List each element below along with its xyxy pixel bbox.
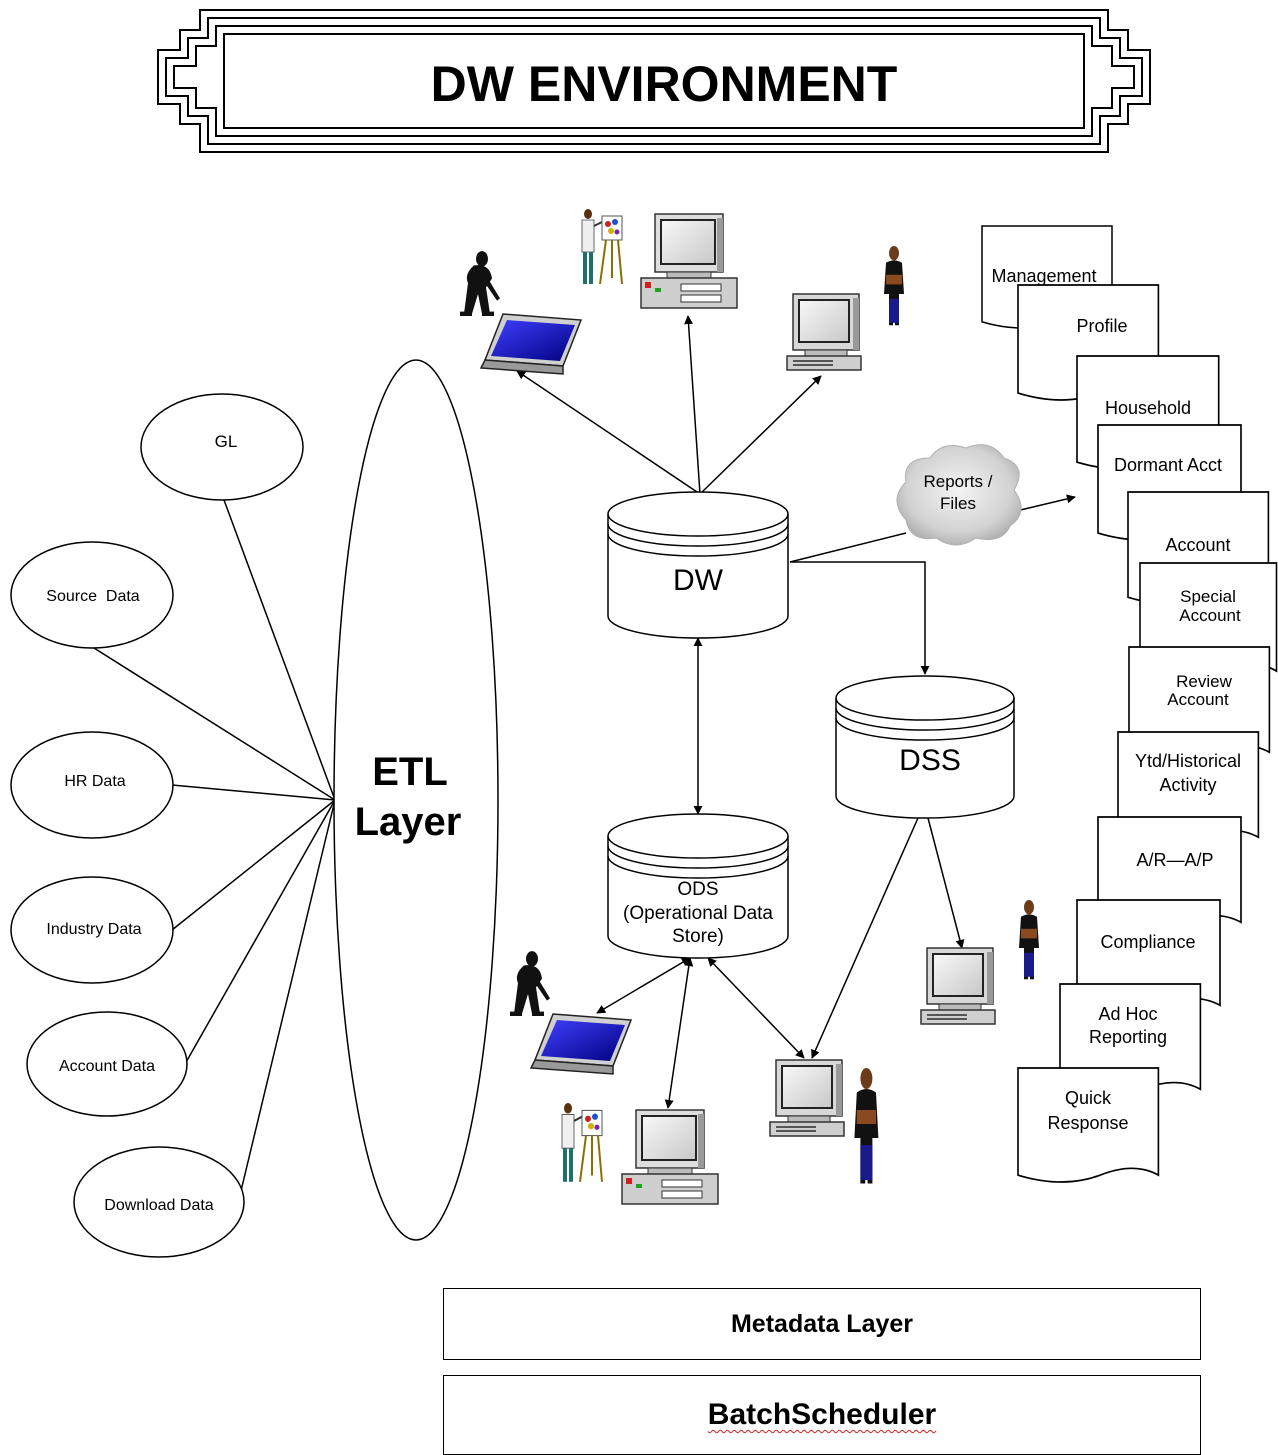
report-label: Profile [1076, 316, 1127, 336]
source-ellipse-gl: GL [140, 393, 304, 501]
report-document-icon: Quick Response [1017, 1067, 1160, 1183]
report-label: A/R—A/P [1136, 850, 1213, 870]
etl-label-line2: Layer [355, 800, 462, 844]
ods-database-icon: ODS (Operational Data Store) [607, 813, 789, 959]
desktop-computer-icon [640, 213, 738, 309]
report-document-icon: Special Account [1139, 562, 1278, 679]
report-document-icon: Profile [1017, 284, 1160, 401]
report-document-icon: A/R—A/P [1097, 816, 1242, 930]
report-label: Ad Hoc [1098, 1004, 1157, 1024]
user-icon [510, 951, 550, 1016]
report-document-icon: Account [1127, 491, 1270, 605]
report-document-icon: Ytd/Historical Activity [1117, 731, 1260, 845]
source-label: HR Data [64, 773, 125, 790]
batch-scheduler-label: BatchScheduler [707, 1398, 937, 1431]
etl-layer: ETL Layer [333, 359, 499, 1241]
cloud-label-line2: Files [940, 494, 976, 513]
connectors [93, 315, 1076, 1196]
report-label: Quick [1065, 1088, 1112, 1108]
dss-label: DSS [899, 744, 961, 777]
cloud-label-line1: Reports / [924, 472, 993, 491]
source-label: Download Data [104, 1197, 214, 1214]
etl-label-line1: ETL [372, 750, 448, 794]
report-label: Account [1167, 690, 1229, 709]
report-label: Response [1047, 1113, 1128, 1133]
dw-database-icon: DW [607, 491, 789, 639]
desktop-computer-icon [621, 1109, 719, 1205]
ods-label-line2: (Operational Data [623, 903, 773, 924]
report-document-icon: Ad Hoc Reporting [1059, 983, 1202, 1097]
source-ellipse-account-data: Account Data [26, 1011, 188, 1117]
title-banner [157, 9, 1151, 153]
ods-label-line3: Store) [672, 926, 724, 947]
presenter-icon [560, 1102, 604, 1183]
source-label: Source Data [46, 588, 139, 605]
monitor-icon [920, 947, 996, 1025]
source-ellipse-hr-data: HR Data [10, 731, 174, 839]
report-label: Management [991, 266, 1096, 286]
laptop-icon [530, 1013, 632, 1075]
report-label: Account [1165, 535, 1230, 555]
batch-scheduler: BatchScheduler [443, 1375, 1201, 1455]
user-icon [854, 1068, 879, 1184]
laptop-icon [480, 313, 582, 375]
source-label: Industry Data [46, 921, 141, 938]
dss-database-icon: DSS [835, 675, 1015, 819]
page-title: DW ENVIRONMENT [431, 56, 898, 112]
source-ellipse-industry-data: Industry Data [10, 876, 174, 984]
user-icon [1019, 900, 1039, 980]
monitor-icon [769, 1059, 845, 1137]
user-icon [884, 246, 904, 326]
metadata-layer: Metadata Layer [443, 1288, 1201, 1360]
report-document-icon: Management [981, 225, 1113, 329]
report-label: Review [1176, 672, 1232, 691]
report-label: Ytd/Historical [1135, 751, 1241, 771]
report-label: Special [1180, 587, 1236, 606]
source-label: Account Data [59, 1058, 155, 1075]
monitor-icon [786, 293, 862, 371]
source-label: GL [215, 432, 238, 451]
report-document-icon: Household [1076, 355, 1220, 470]
dw-label: DW [673, 564, 724, 597]
source-ellipse-download-data: Download Data [73, 1146, 245, 1258]
ods-label-line1: ODS [677, 879, 718, 900]
report-document-icon: Dormant Acct [1097, 424, 1242, 541]
presenter-icon [581, 208, 623, 285]
report-document-icon: Compliance [1076, 899, 1221, 1013]
cloud-icon: Reports / Files [896, 444, 1022, 546]
report-label: Account [1179, 606, 1241, 625]
report-label: Dormant Acct [1114, 455, 1222, 475]
report-label: Household [1105, 398, 1191, 418]
report-label: Compliance [1100, 932, 1195, 952]
metadata-layer-label: Metadata Layer [730, 1309, 914, 1338]
user-icon [460, 251, 500, 316]
report-label: Activity [1159, 775, 1216, 795]
report-document-icon: Review Account [1128, 646, 1271, 760]
report-label: Reporting [1089, 1027, 1167, 1047]
source-ellipse-source-data: Source Data [10, 541, 174, 649]
